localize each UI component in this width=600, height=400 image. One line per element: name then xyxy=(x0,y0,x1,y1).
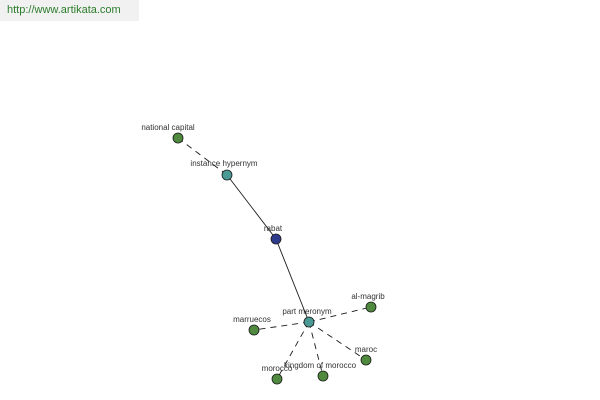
node-instance-hypernym-label: instance hypernym xyxy=(190,159,257,168)
node-kingdom-of-morocco-circle[interactable] xyxy=(317,370,329,382)
node-al-magrib-label: al-magrib xyxy=(351,292,385,301)
node-national-capital-label: national capital xyxy=(141,123,195,132)
node-kingdom-of-morocco-label: kingdom of morocco xyxy=(284,361,357,370)
node-instance-hypernym[interactable]: instance hypernym xyxy=(190,159,258,181)
edge-rabat-to-part-meronym xyxy=(275,238,310,323)
site-url-link[interactable]: http://www.artikata.com xyxy=(0,0,139,21)
node-part-meronym[interactable]: part meronym xyxy=(282,307,332,328)
node-part-meronym-circle[interactable] xyxy=(303,316,315,328)
node-instance-hypernym-circle[interactable] xyxy=(221,169,233,181)
node-rabat-circle[interactable] xyxy=(270,233,282,245)
node-maroc-circle[interactable] xyxy=(360,354,372,366)
edge-part-meronym-to-maroc xyxy=(308,321,367,361)
node-maroc[interactable]: maroc xyxy=(355,345,377,366)
node-part-meronym-label: part meronym xyxy=(282,307,332,316)
node-national-capital[interactable]: national capital xyxy=(141,123,195,144)
node-morocco-label: morocco xyxy=(262,364,293,373)
edge-national-capital-to-instance-hypernym xyxy=(177,137,228,176)
node-al-magrib-circle[interactable] xyxy=(365,301,377,313)
node-rabat-label: rabat xyxy=(264,224,283,233)
node-marruecos-circle[interactable] xyxy=(248,324,260,336)
node-marruecos[interactable]: marruecos xyxy=(233,315,271,336)
edge-part-meronym-to-marruecos xyxy=(253,321,310,331)
node-marruecos-label: marruecos xyxy=(233,315,271,324)
node-morocco-circle[interactable] xyxy=(271,373,283,385)
node-national-capital-circle[interactable] xyxy=(172,132,184,144)
node-rabat[interactable]: rabat xyxy=(264,224,283,245)
node-maroc-label: maroc xyxy=(355,345,377,354)
node-al-magrib[interactable]: al-magrib xyxy=(351,292,385,313)
edges-layer xyxy=(177,137,372,380)
nodes-layer: national capital instance hypernym rabat pa… xyxy=(141,123,385,385)
edge-instance-hypernym-to-rabat xyxy=(226,174,277,240)
node-kingdom-of-morocco[interactable]: kingdom of morocco xyxy=(284,361,357,382)
node-morocco[interactable]: morocco xyxy=(262,364,293,385)
edge-part-meronym-to-kingdom-of-morocco xyxy=(308,321,324,377)
